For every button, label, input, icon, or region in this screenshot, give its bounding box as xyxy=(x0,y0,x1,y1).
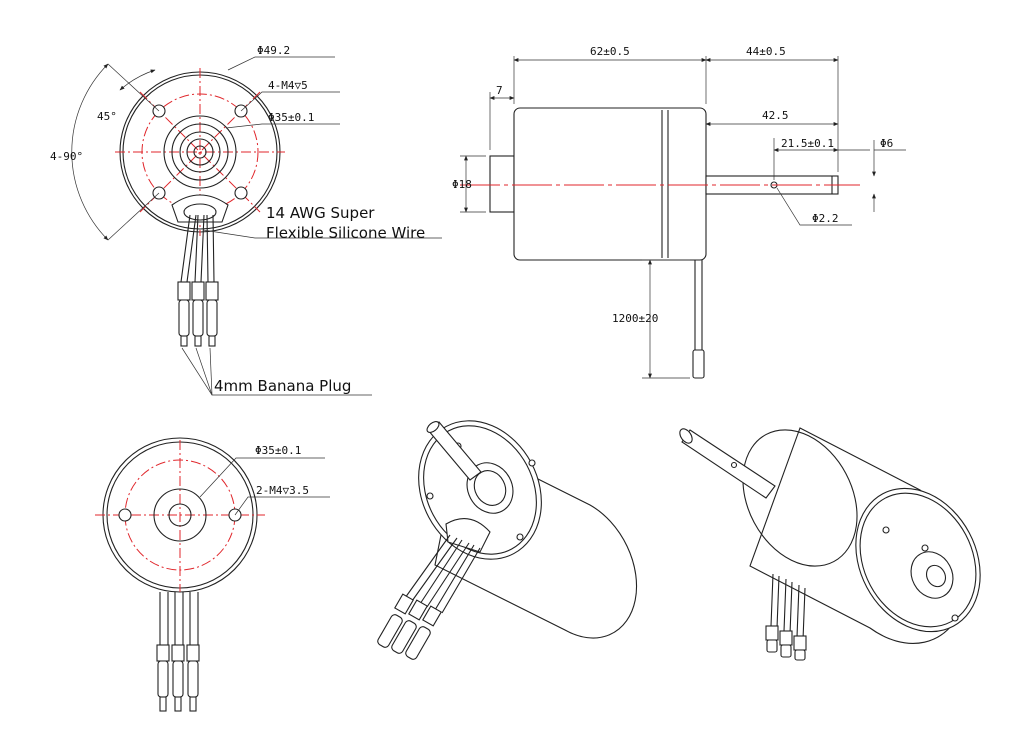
front-dim-mount-holes: 4-M4▽5 xyxy=(268,79,308,92)
side-dim-hole-dia: Φ2.2 xyxy=(812,212,839,225)
rear-view xyxy=(95,437,330,712)
side-dim-wire-length: 1200±20 xyxy=(612,312,658,325)
side-banana-plug xyxy=(692,349,705,379)
front-dim-angle: 45° xyxy=(97,110,117,123)
side-view xyxy=(460,56,906,379)
isometric-rear-view xyxy=(679,427,981,661)
rear-shaft xyxy=(168,503,192,527)
rear-dim-pilot: Φ35±0.1 xyxy=(255,444,301,457)
side-dim-shaft-free: 42.5 xyxy=(762,109,789,122)
rear-dim-mount-holes: 2-M4▽3.5 xyxy=(256,484,309,497)
mount-hole xyxy=(234,186,248,200)
front-banana-plugs xyxy=(177,281,219,347)
front-dim-pilot: Φ35±0.1 xyxy=(268,111,314,124)
rear-banana-plugs xyxy=(156,644,200,712)
side-dim-hole-pos: 21.5±0.1 xyxy=(781,137,834,150)
iso-rear-banana-plugs xyxy=(765,625,807,661)
side-dim-shaft-dia: Φ6 xyxy=(880,137,893,150)
plug-callout: 4mm Banana Plug xyxy=(214,377,351,395)
side-dim-boss-length: 7 xyxy=(496,84,503,97)
side-dim-boss-dia: Φ18 xyxy=(452,178,472,191)
side-dim-body-length: 62±0.5 xyxy=(590,45,630,58)
front-dim-outer: Φ49.2 xyxy=(257,44,290,57)
iso-rear-shaft xyxy=(681,429,776,499)
rear-mount-hole xyxy=(118,508,132,522)
front-shaft xyxy=(193,145,207,159)
wire-callout-line2: Flexible Silicone Wire xyxy=(266,224,425,242)
iso-front-banana-plugs xyxy=(377,593,442,660)
side-front-boss xyxy=(489,155,515,213)
front-view xyxy=(71,56,340,347)
wire-callout-line1: 14 AWG Super xyxy=(266,204,375,222)
iso-rear-shaft-boss xyxy=(910,551,954,599)
side-dim-shaft-length: 44±0.5 xyxy=(746,45,786,58)
side-motor-body xyxy=(513,107,707,261)
front-dim-angle-spacing: 4-90° xyxy=(50,150,83,163)
isometric-front-view xyxy=(377,420,638,660)
